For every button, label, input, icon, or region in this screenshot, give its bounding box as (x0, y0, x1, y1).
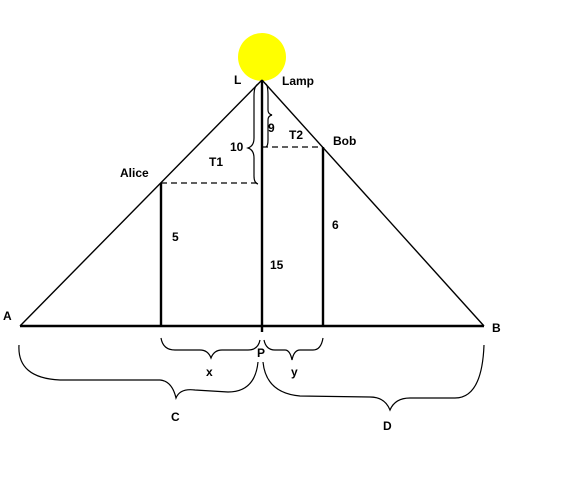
brace-10 (246, 83, 259, 185)
label-C: C (171, 410, 180, 424)
brace-C (18, 344, 259, 400)
brace-y (263, 337, 324, 361)
label-x: x (206, 365, 213, 379)
brace-9 (265, 83, 273, 148)
label-lamp: Lamp (282, 74, 314, 88)
label-lamp-height: 15 (270, 258, 284, 272)
label-y: y (291, 365, 298, 379)
line-L-to-B (261, 79, 485, 327)
label-bob: Bob (333, 134, 356, 148)
label-P: P (257, 346, 265, 360)
label-L: L (234, 73, 241, 87)
label-bob-height: 6 (332, 218, 339, 232)
label-upper-9: 9 (268, 121, 275, 135)
lamp-bulb (238, 33, 286, 81)
label-alice: Alice (120, 166, 149, 180)
line-A-to-L (19, 79, 263, 327)
label-D: D (383, 419, 392, 433)
label-upper-10: 10 (230, 140, 244, 154)
brace-D (262, 344, 485, 412)
label-t1: T1 (209, 155, 223, 169)
label-t2: T2 (289, 128, 303, 142)
label-alice-height: 5 (172, 230, 179, 244)
label-B: B (492, 321, 501, 335)
label-A: A (3, 309, 12, 323)
brace-x (160, 337, 261, 360)
